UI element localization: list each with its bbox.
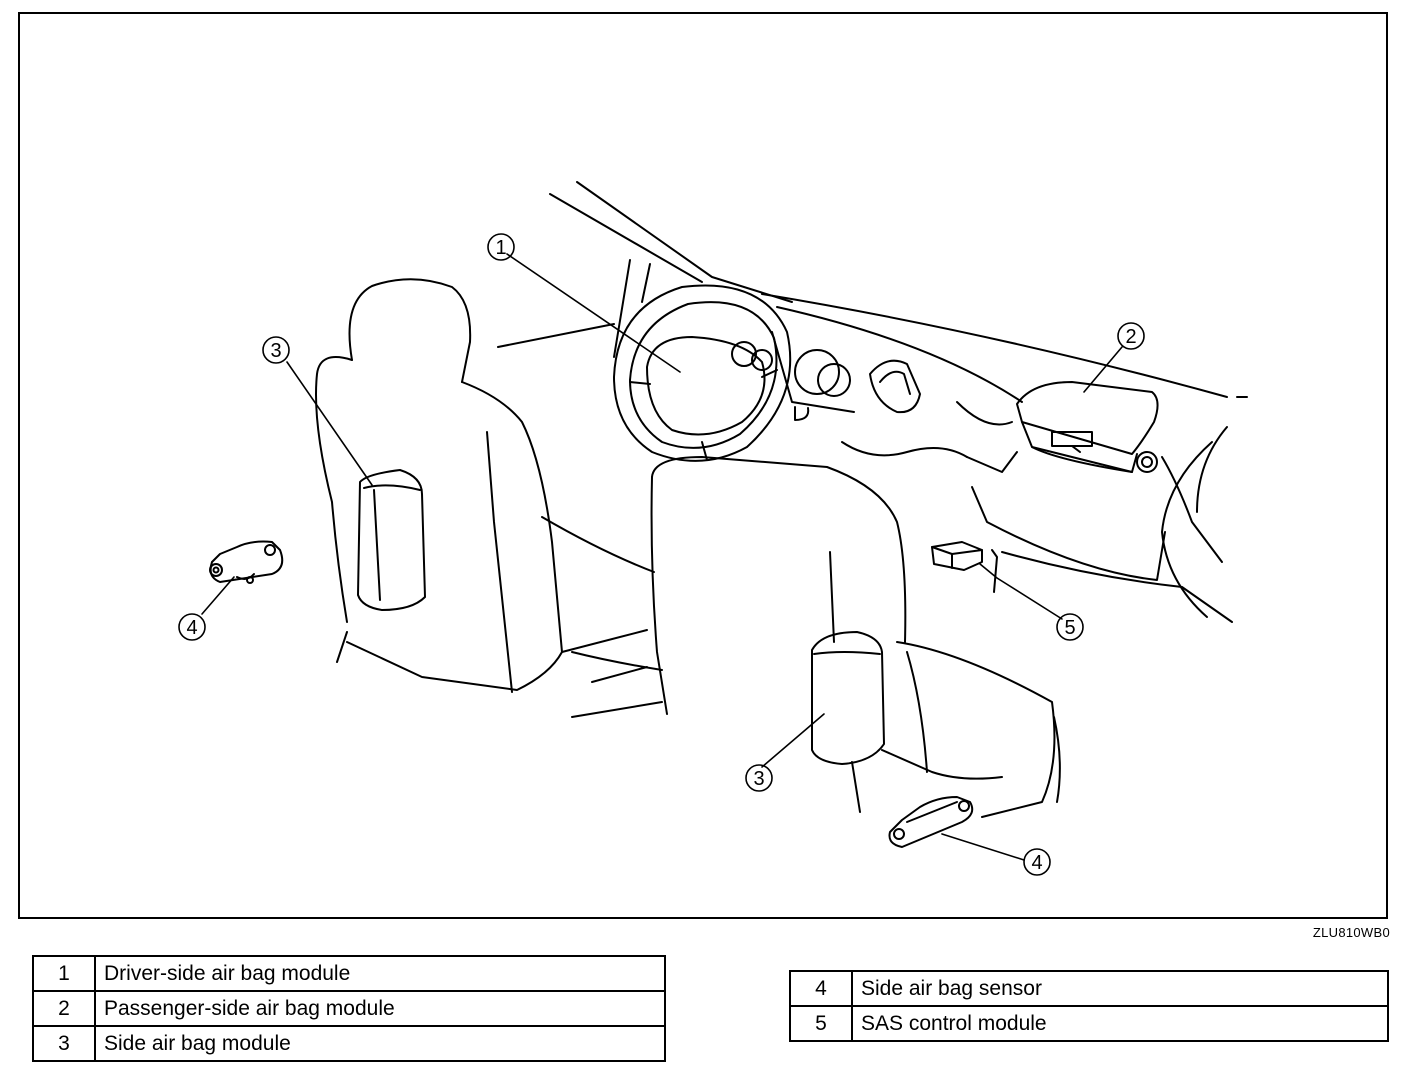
left-side-sensor-drawing bbox=[209, 540, 284, 584]
legend-number: 3 bbox=[32, 1025, 96, 1062]
callout-circles: 1 2 3 3 4 4 5 bbox=[178, 233, 1145, 876]
driver-seat-drawing bbox=[315, 278, 663, 718]
callout-number: 3 bbox=[270, 340, 281, 362]
drawing-code: ZLU810WB0 bbox=[1312, 925, 1390, 940]
legend-table-right: 4 Side air bag sensor 5 SAS control modu… bbox=[789, 970, 1389, 1042]
callout-1: 1 bbox=[487, 233, 515, 261]
callout-4-left: 4 bbox=[178, 613, 206, 641]
legend-row: 3 Side air bag module bbox=[32, 1025, 666, 1062]
legend-row: 1 Driver-side air bag module bbox=[32, 955, 666, 992]
legend-row: 4 Side air bag sensor bbox=[789, 970, 1389, 1007]
steering-wheel-drawing bbox=[613, 284, 792, 462]
legend-number: 2 bbox=[32, 990, 96, 1027]
legend-label: Driver-side air bag module bbox=[94, 955, 666, 992]
legend-number: 4 bbox=[789, 970, 853, 1007]
sas-control-module-drawing bbox=[931, 541, 998, 593]
callout-number: 4 bbox=[186, 617, 197, 639]
right-side-sensor-drawing bbox=[888, 796, 974, 848]
callout-number: 4 bbox=[1031, 852, 1042, 874]
airbag-layout-drawing: 1 2 3 3 4 4 5 bbox=[178, 181, 1248, 876]
callout-3-driver-seat: 3 bbox=[262, 336, 290, 364]
legend-row: 5 SAS control module bbox=[789, 1005, 1389, 1042]
diagram-frame: 1 2 3 3 4 4 5 bbox=[18, 12, 1388, 919]
legend-row: 2 Passenger-side air bag module bbox=[32, 990, 666, 1027]
dashboard-drawing bbox=[761, 293, 1248, 623]
legend-number: 5 bbox=[789, 1005, 853, 1042]
legend-label: Side air bag sensor bbox=[851, 970, 1389, 1007]
passenger-airbag-module-drawing bbox=[1016, 381, 1159, 473]
legend-label: Passenger-side air bag module bbox=[94, 990, 666, 1027]
legend-label: SAS control module bbox=[851, 1005, 1389, 1042]
callout-4-right: 4 bbox=[1023, 848, 1051, 876]
callout-number: 2 bbox=[1125, 326, 1136, 348]
callout-3-passenger-seat: 3 bbox=[745, 764, 773, 792]
callout-5: 5 bbox=[1056, 613, 1084, 641]
passenger-seat-drawing bbox=[650, 456, 1061, 818]
callout-leader-lines bbox=[201, 253, 1123, 861]
windshield-pillar-drawing bbox=[497, 181, 793, 358]
callout-number: 1 bbox=[495, 237, 506, 259]
legend-number: 1 bbox=[32, 955, 96, 992]
callout-number: 3 bbox=[753, 768, 764, 790]
callout-2: 2 bbox=[1117, 322, 1145, 350]
legend-table-left: 1 Driver-side air bag module 2 Passenger… bbox=[32, 955, 666, 1062]
callout-number: 5 bbox=[1064, 617, 1075, 639]
legend-label: Side air bag module bbox=[94, 1025, 666, 1062]
